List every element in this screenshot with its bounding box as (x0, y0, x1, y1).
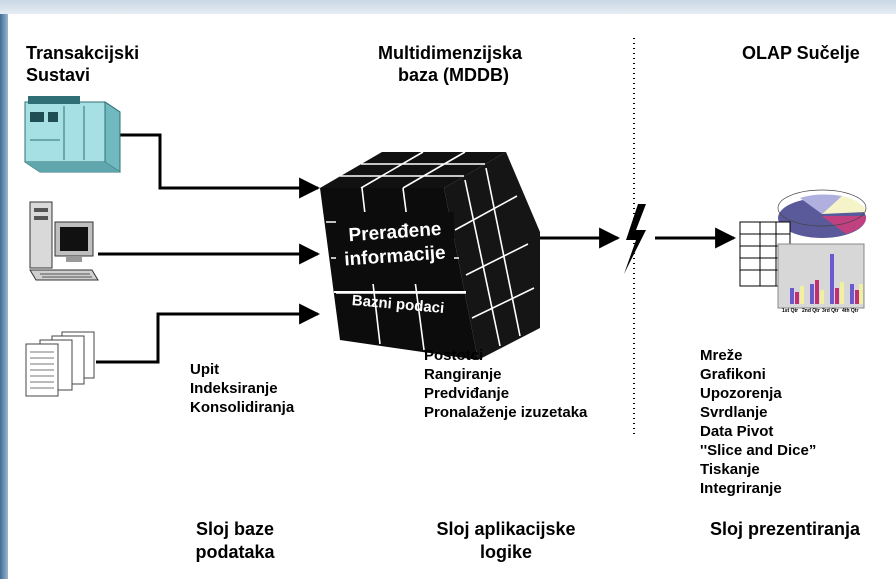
left-frame-strip (0, 14, 8, 579)
layer-left-line-2: podataka (195, 542, 275, 562)
list-item: Indeksiranje (190, 380, 278, 397)
list-item: Upozorenja (700, 385, 782, 402)
middle-title-line-2: baza (MDDB) (398, 65, 509, 85)
right-features-list: Mreže Grafikoni Upozorenja Svrdlanje Dat… (700, 346, 816, 498)
list-item: Konsolidiranja (190, 399, 295, 416)
mainframe-icon (24, 96, 121, 173)
middle-title-line-1: Multidimenzijska (378, 43, 523, 63)
olap-chart-icon (739, 189, 867, 309)
workstation-icon (29, 201, 99, 281)
list-item: Grafikoni (700, 366, 766, 383)
mddb-cube (320, 151, 540, 360)
list-item: Upit (190, 361, 220, 378)
left-operations-list: Upit Indeksiranje Konsolidiranja (190, 360, 294, 417)
list-item: Predviđanje (424, 385, 510, 402)
chart-tick-1: 1st Qtr (782, 308, 799, 314)
arrow-mainframe-to-cube (118, 133, 321, 199)
chart-tick-3: 3rd Qtr (822, 308, 839, 314)
right-title: OLAP Sučelje (742, 43, 860, 63)
arrow-documents-to-cube (96, 303, 321, 364)
list-item: Data Pivot (700, 423, 774, 440)
chart-tick-4: 4th Qtr (842, 308, 859, 314)
middle-operations-list: Postotci Rangiranje Predviđanje Pronalaž… (424, 346, 587, 422)
list-item: Postotci (424, 347, 484, 364)
layer-middle-line-1: Sloj aplikacijske (436, 519, 576, 539)
top-frame-bar (0, 0, 896, 14)
layer-middle-line-2: logike (479, 542, 532, 562)
list-item: Integriranje (700, 480, 782, 497)
lightning-icon (624, 204, 646, 274)
layer-left-line-1: Sloj baze (195, 519, 275, 539)
list-item: Rangiranje (424, 366, 502, 383)
left-title-line-1: Transakcijski (26, 43, 140, 63)
layer-right: Sloj prezentiranja (709, 519, 861, 539)
list-item: Mreže (700, 347, 743, 364)
list-item: ''Slice and Dice” (700, 442, 817, 459)
list-item: Tiskanje (700, 461, 760, 478)
chart-tick-2: 2nd Qtr (802, 308, 820, 314)
left-title-line-2: Sustavi (26, 65, 91, 85)
list-item: Pronalaženje izuzetaka (424, 404, 588, 421)
list-item: Svrdlanje (700, 404, 768, 421)
